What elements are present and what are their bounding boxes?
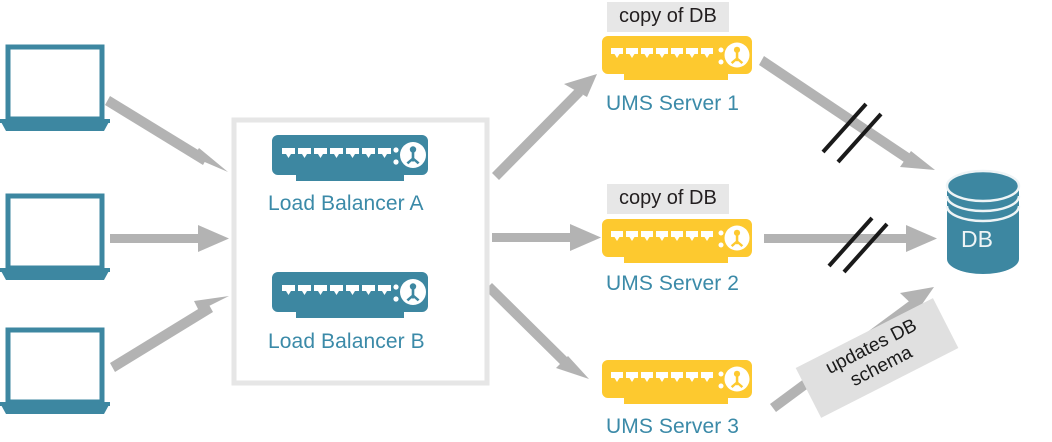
connector-ums1-to-db <box>759 56 935 170</box>
database-cylinder-icon <box>945 169 1021 274</box>
connector-ums2-to-db <box>764 225 937 252</box>
laptop-icon-3 <box>0 327 110 414</box>
connector-lb-to-ums3 <box>485 283 589 379</box>
ums-server-1-label: UMS Server 1 <box>606 92 740 115</box>
connector-lb-to-ums1 <box>492 74 597 180</box>
connector-lb-to-ums2 <box>492 224 601 251</box>
server-icon-ums-3 <box>602 360 752 404</box>
ums-server-3-label: UMS Server 3 <box>606 415 740 438</box>
load-balancer-a-label: Load Balancer A <box>268 192 424 215</box>
load-balancer-icons <box>272 135 428 318</box>
load-balancer-b-label: Load Balancer B <box>268 330 425 353</box>
break-mark-ums2-db <box>827 216 889 274</box>
connector-laptop2-to-lb <box>110 225 229 252</box>
laptop-icon-1 <box>0 44 110 131</box>
copy-of-db-tag-ums2: copy of DB <box>607 184 729 214</box>
connector-laptop3-to-lb <box>110 296 229 372</box>
break-mark-ums1-db <box>821 102 883 164</box>
laptop-icon-2 <box>0 193 110 280</box>
server-icon-ums-2 <box>602 219 752 263</box>
client-laptops <box>0 44 110 414</box>
connector-laptop1-to-lb <box>105 96 228 172</box>
copy-of-db-tag-ums1: copy of DB <box>607 2 729 32</box>
ums-server-icons <box>602 36 752 404</box>
break-marks <box>821 102 889 274</box>
database-label: DB <box>961 226 993 252</box>
ums-server-2-label: UMS Server 2 <box>606 272 740 295</box>
switch-icon-lb-b <box>272 272 428 318</box>
switch-icon-lb-a <box>272 135 428 181</box>
server-icon-ums-1 <box>602 36 752 80</box>
